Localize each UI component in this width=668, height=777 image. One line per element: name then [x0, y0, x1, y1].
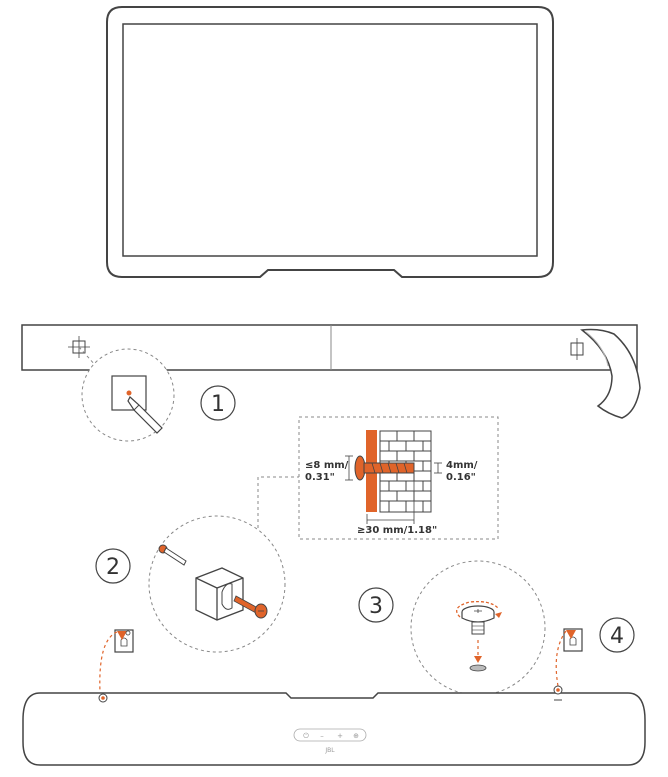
mounting-screw-icon — [233, 595, 268, 619]
length-label: ≥30 mm/1.18" — [357, 525, 437, 536]
foot-hole — [469, 664, 487, 672]
step3-number-circle — [358, 587, 394, 623]
step4-number-circle — [599, 617, 635, 653]
bracket-icon — [195, 567, 244, 621]
wall-bracket-right — [563, 628, 583, 652]
pencil-icon — [127, 396, 163, 434]
tv-outline — [106, 6, 554, 278]
dimension-detail-box — [298, 416, 499, 540]
soundbar-mount-right — [553, 685, 563, 701]
tv-screen — [122, 23, 538, 257]
source-button-glyph: ⊕ — [353, 732, 359, 740]
shaft-label-line1: 4mm/ — [446, 460, 478, 471]
template-mark-right — [570, 338, 584, 360]
volume-up-glyph: + — [337, 732, 343, 740]
guide-arrow-right — [555, 630, 567, 687]
volume-down-glyph: – — [320, 732, 324, 740]
shaft-label-line2: 0.16" — [446, 472, 476, 483]
soundbar-outline: ⏻ – + ⊕ JBL — [22, 685, 646, 766]
head-max-label-line1: ≤8 mm/ — [305, 460, 349, 471]
guide-arrow-left — [99, 631, 118, 693]
rotate-arrow — [456, 600, 499, 618]
step2-number-circle — [95, 548, 131, 584]
soundbar-control-panel — [293, 728, 367, 742]
step1-number: 1 — [211, 392, 225, 417]
foot-screw-icon — [461, 605, 495, 635]
wall-bracket-left — [114, 629, 134, 653]
head-max-label-line2: 0.31" — [305, 472, 335, 483]
power-button-glyph: ⏻ — [303, 732, 309, 740]
brand-logo: JBL — [324, 747, 335, 754]
anchor-icon — [158, 544, 187, 566]
screw-icon — [354, 455, 415, 481]
step1-number-circle — [200, 385, 236, 421]
step2-number: 2 — [106, 555, 120, 580]
step3-number: 3 — [369, 594, 383, 619]
soundbar-mount-left — [98, 693, 108, 703]
step4-number: 4 — [610, 624, 624, 649]
peeling-backing — [580, 328, 641, 419]
